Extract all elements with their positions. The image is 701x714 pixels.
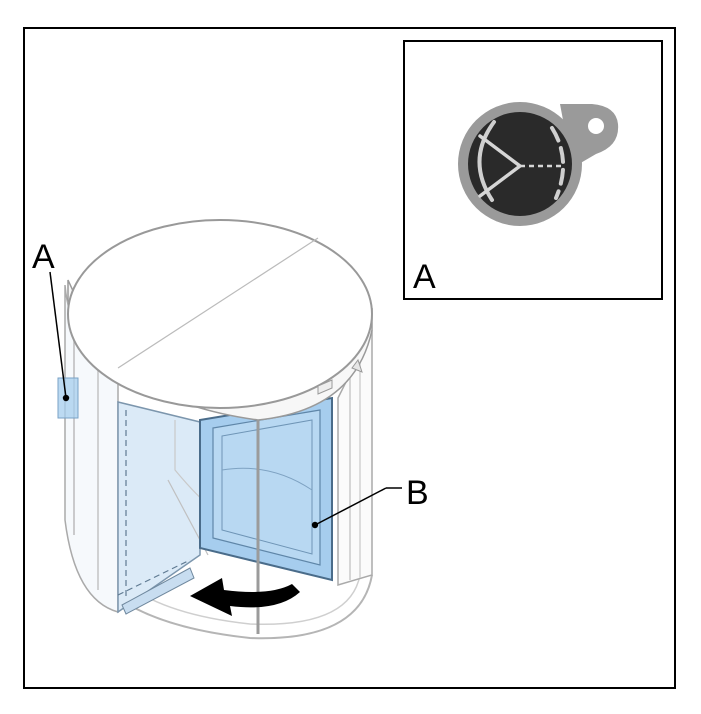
- label-b-main: B: [406, 474, 429, 512]
- rotation-arrow-icon: [190, 578, 300, 616]
- canopy-seam: [117, 237, 319, 369]
- glass-wing-left: [117, 401, 201, 614]
- label-a-inset: A: [413, 258, 436, 296]
- label-a-main: A: [32, 238, 55, 276]
- leader-b: [314, 487, 387, 526]
- inset-box: [403, 40, 663, 300]
- revolving-door: [49, 219, 402, 640]
- canopy-top: [67, 219, 373, 409]
- leader-a: [49, 271, 67, 399]
- key-fob-icon: [458, 102, 619, 226]
